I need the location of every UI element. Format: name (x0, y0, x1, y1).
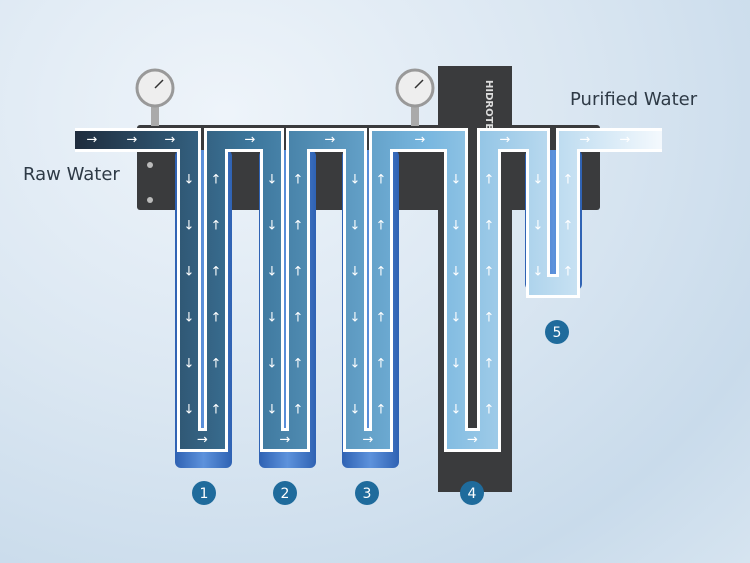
arrow-up-icon: ↑ (293, 173, 304, 188)
arrow-down-icon: ↓ (184, 311, 195, 326)
arrow-down-icon: ↓ (184, 265, 195, 280)
arrow-right-icon: → (87, 133, 98, 148)
arrow-right-icon: → (280, 433, 291, 448)
arrow-right-icon: → (415, 133, 426, 148)
arrow-up-icon: ↑ (376, 265, 387, 280)
stage-number: 3 (363, 486, 372, 502)
arrow-up-icon: ↑ (484, 311, 495, 326)
stage-badges: 1 2 3 4 5 (192, 320, 569, 505)
stage-number: 4 (468, 486, 477, 502)
stage-badge-3 (355, 481, 379, 505)
arrow-down-icon: ↓ (451, 403, 462, 418)
arrow-up-icon: ↑ (293, 219, 304, 234)
arrow-up-icon: ↑ (563, 219, 574, 234)
arrow-down-icon: ↓ (533, 173, 544, 188)
arrow-up-icon: ↑ (484, 403, 495, 418)
arrow-down-icon: ↓ (533, 219, 544, 234)
stage-badge-5 (545, 320, 569, 344)
arrow-up-icon: ↑ (376, 219, 387, 234)
arrow-down-icon: ↓ (267, 219, 278, 234)
arrow-down-icon: ↓ (184, 173, 195, 188)
arrow-up-icon: ↑ (211, 265, 222, 280)
brand-logo: HIDROTEK (483, 80, 494, 139)
arrow-up-icon: ↑ (293, 403, 304, 418)
arrow-up-icon: ↑ (484, 357, 495, 372)
arrow-up-icon: ↑ (211, 403, 222, 418)
arrow-down-icon: ↓ (451, 311, 462, 326)
stage-badge-2 (273, 481, 297, 505)
arrow-right-icon: → (580, 133, 591, 148)
stage-number: 2 (281, 486, 290, 502)
arrow-down-icon: ↓ (451, 357, 462, 372)
stage-badge-1 (192, 481, 216, 505)
arrow-down-icon: ↓ (350, 265, 361, 280)
arrow-up-icon: ↑ (376, 403, 387, 418)
arrow-up-icon: ↑ (484, 173, 495, 188)
arrow-right-icon: → (127, 133, 138, 148)
arrow-up-icon: ↑ (211, 357, 222, 372)
arrow-down-icon: ↓ (267, 265, 278, 280)
arrow-down-icon: ↓ (184, 357, 195, 372)
arrow-down-icon: ↓ (267, 403, 278, 418)
arrow-down-icon: ↓ (533, 265, 544, 280)
stage-badge-4 (460, 481, 484, 505)
arrow-up-icon: ↑ (376, 311, 387, 326)
stage-number: 5 (553, 325, 562, 341)
arrow-up-icon: ↑ (563, 265, 574, 280)
arrow-down-icon: ↓ (267, 357, 278, 372)
arrow-down-icon: ↓ (184, 403, 195, 418)
arrow-right-icon: → (467, 433, 478, 448)
arrow-down-icon: ↓ (267, 173, 278, 188)
arrow-right-icon: → (245, 133, 256, 148)
pressure-gauge-icon (135, 68, 175, 126)
raw-water-label: Raw Water (23, 164, 120, 185)
arrow-up-icon: ↑ (211, 311, 222, 326)
arrow-up-icon: ↑ (376, 357, 387, 372)
arrow-down-icon: ↓ (350, 311, 361, 326)
arrow-right-icon: → (500, 133, 511, 148)
purified-water-label: Purified Water (570, 89, 698, 110)
flow-arrows: →→→→→→→→→↓↑↓↑↓↑↓↑↓↑↓↑→↓↑↓↑↓↑↓↑↓↑↓↑→↓↑↓↑↓… (87, 133, 631, 448)
arrow-right-icon: → (620, 133, 631, 148)
arrow-down-icon: ↓ (350, 357, 361, 372)
arrow-down-icon: ↓ (184, 219, 195, 234)
arrow-right-icon: → (165, 133, 176, 148)
arrow-down-icon: ↓ (451, 219, 462, 234)
arrow-down-icon: ↓ (451, 173, 462, 188)
arrow-up-icon: ↑ (293, 357, 304, 372)
arrow-up-icon: ↑ (211, 173, 222, 188)
arrow-down-icon: ↓ (267, 311, 278, 326)
arrow-right-icon: → (197, 433, 208, 448)
arrow-up-icon: ↑ (484, 265, 495, 280)
arrow-up-icon: ↑ (293, 311, 304, 326)
arrow-right-icon: → (325, 133, 336, 148)
arrow-up-icon: ↑ (563, 173, 574, 188)
arrow-up-icon: ↑ (484, 219, 495, 234)
pressure-gauge-icon (395, 68, 435, 126)
arrow-down-icon: ↓ (350, 403, 361, 418)
arrow-down-icon: ↓ (451, 265, 462, 280)
arrow-right-icon: → (363, 433, 374, 448)
water-flow-path (75, 128, 662, 452)
arrow-down-icon: ↓ (350, 219, 361, 234)
stage-number: 1 (200, 486, 209, 502)
arrow-up-icon: ↑ (211, 219, 222, 234)
arrow-up-icon: ↑ (376, 173, 387, 188)
arrow-up-icon: ↑ (293, 265, 304, 280)
arrow-down-icon: ↓ (350, 173, 361, 188)
